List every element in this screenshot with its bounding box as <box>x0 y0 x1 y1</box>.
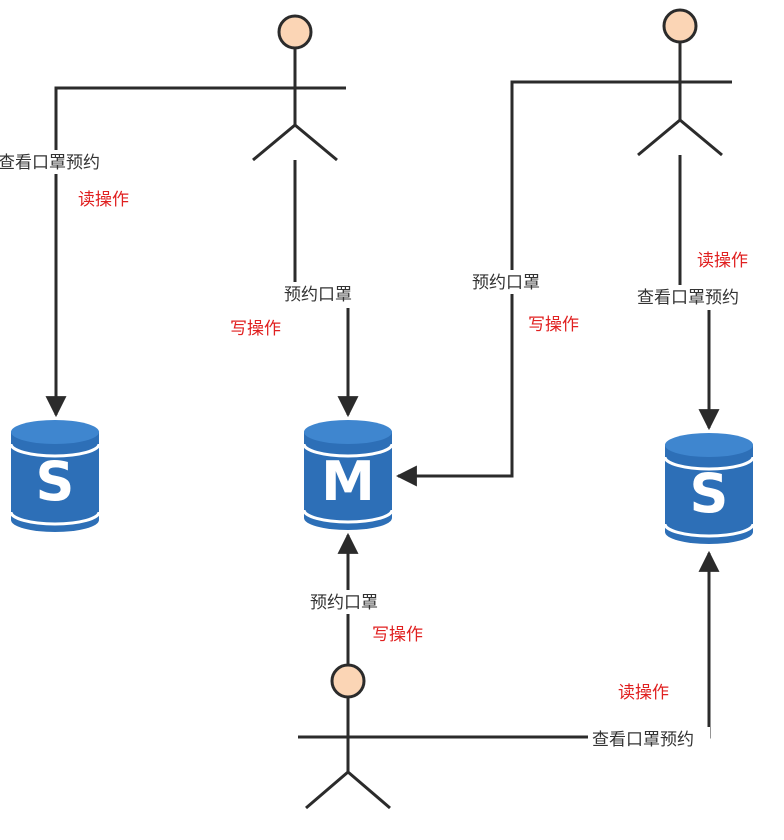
edge-reserve-to-master-top <box>293 160 348 415</box>
label-write-bottom: 写操作 <box>372 625 423 645</box>
database-master: M <box>302 420 394 530</box>
database-letter: S <box>36 450 75 513</box>
actor-top-right <box>637 8 723 157</box>
label-write-right: 写操作 <box>528 315 579 335</box>
label-view-left: 查看口罩预约 <box>0 153 100 173</box>
actor-top-middle <box>252 14 338 162</box>
label-read-left: 读操作 <box>78 190 129 210</box>
database-icon <box>302 420 394 530</box>
database-letter: M <box>321 450 375 513</box>
database-icon <box>663 433 755 544</box>
person-icon <box>662 8 698 44</box>
edge-view-to-slave-left <box>45 86 346 418</box>
label-read-right: 读操作 <box>697 251 748 271</box>
label-write-mid: 写操作 <box>230 319 281 339</box>
label-view-bottom: 查看口罩预约 <box>592 730 694 750</box>
edge-view-to-slave-right-bottom <box>298 550 720 739</box>
person-icon <box>277 14 313 50</box>
label-view-right: 查看口罩预约 <box>637 288 739 308</box>
label-reserve-right: 预约口罩 <box>472 273 540 293</box>
edge-view-to-slave-right <box>678 155 709 428</box>
database-slave-left: S <box>9 420 101 532</box>
database-letter: S <box>690 462 729 525</box>
database-icon <box>9 420 101 532</box>
edge-reserve-to-master-right <box>395 80 732 487</box>
database-slave-right: S <box>663 433 755 544</box>
label-reserve-bottom: 预约口罩 <box>310 593 378 613</box>
actor-bottom <box>305 663 391 810</box>
person-icon <box>330 663 366 699</box>
label-reserve-mid: 预约口罩 <box>284 285 352 305</box>
label-read-bottom: 读操作 <box>618 683 669 703</box>
